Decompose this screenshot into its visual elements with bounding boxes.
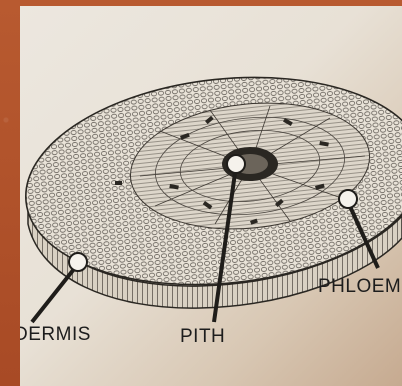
illustration-card: DERMIS PITH PHLOEM bbox=[20, 6, 402, 386]
epidermis-pointer bbox=[32, 264, 78, 322]
epidermis-label: DERMIS bbox=[20, 324, 91, 346]
phloem-pin bbox=[339, 190, 357, 208]
pith-pin bbox=[227, 155, 245, 173]
epidermis-pin bbox=[69, 253, 87, 271]
phloem-label: PHLOEM bbox=[318, 276, 401, 298]
pith-label: PITH bbox=[180, 326, 225, 348]
